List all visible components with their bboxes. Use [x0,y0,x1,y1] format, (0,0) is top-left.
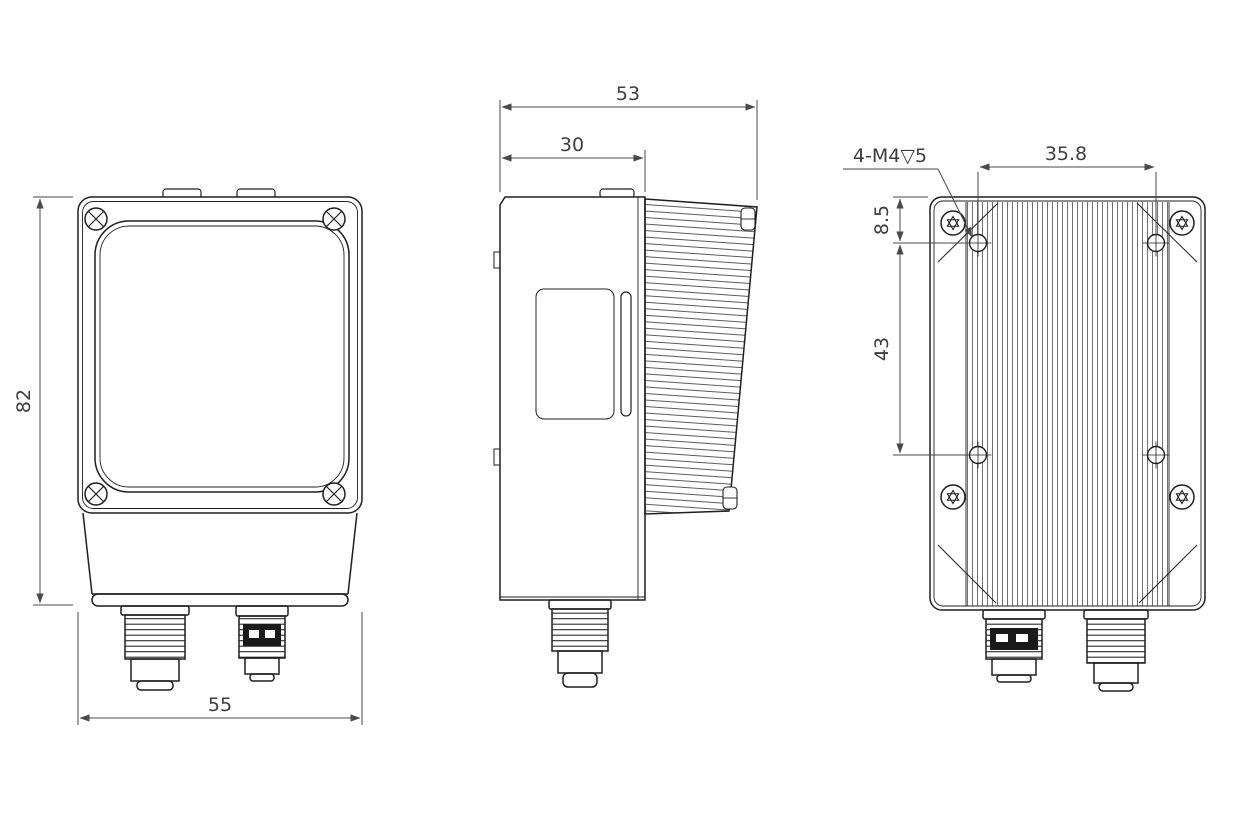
side-heatsink [644,198,758,515]
side-body-outline [499,196,646,601]
side-left-boss-bottom [493,448,501,466]
dim-side-overall-depth: 53 [499,83,758,200]
phillips-screw-icon [84,207,108,231]
dim-label-back-top-hole-offset: 8.5 [871,205,893,235]
front-connector-left [120,605,190,691]
dim-label-side-overall-depth: 53 [616,83,640,105]
dim-label-back-hole-spacing-horizontal: 35.8 [1045,143,1087,165]
dim-label-side-body-depth: 30 [560,134,584,156]
dim-label-front-height: 82 [13,389,35,413]
front-body-outline [77,196,363,514]
side-label-plate [535,288,615,420]
back-view [929,196,1206,692]
back-connector-right [1083,609,1149,692]
dim-label-back-hole-spacing-vertical: 43 [871,337,893,361]
dim-label-front-width: 55 [208,694,232,716]
front-body-inner-line [82,201,358,509]
torx-screw-icon [1169,210,1195,236]
heatsink-clip-top [740,207,756,231]
callout-back-mounting-thread: 4-M4▽5 [843,145,973,238]
side-left-boss-top [493,251,501,269]
heatsink-clip-bottom [722,486,738,510]
side-view [493,188,758,688]
phillips-screw-icon [84,482,108,506]
front-window-inner [99,225,345,488]
side-slot [620,291,632,417]
front-view [77,188,363,691]
dim-front-width: 55 [77,612,363,725]
dim-front-height: 82 [13,196,73,606]
dim-back-hole-spacing-vertical: 43 [871,244,968,456]
phillips-screw-icon [322,207,346,231]
torx-screw-icon [940,484,966,510]
torx-screw-icon [1169,484,1195,510]
dim-back-hole-spacing-horizontal: 35.8 [977,143,1157,234]
front-lower-housing [82,512,358,607]
torx-screw-icon [940,210,966,236]
front-connector-right [235,605,289,682]
back-fins-area [966,202,1169,606]
front-window-outer [94,220,350,493]
phillips-screw-icon [322,482,346,506]
callout-label-back-mounting-thread: 4-M4▽5 [853,145,927,167]
side-connector [548,599,612,688]
dim-back-top-hole-offset: 8.5 [871,196,968,244]
dim-side-body-depth: 30 [501,134,646,192]
back-connector-left [982,609,1046,683]
